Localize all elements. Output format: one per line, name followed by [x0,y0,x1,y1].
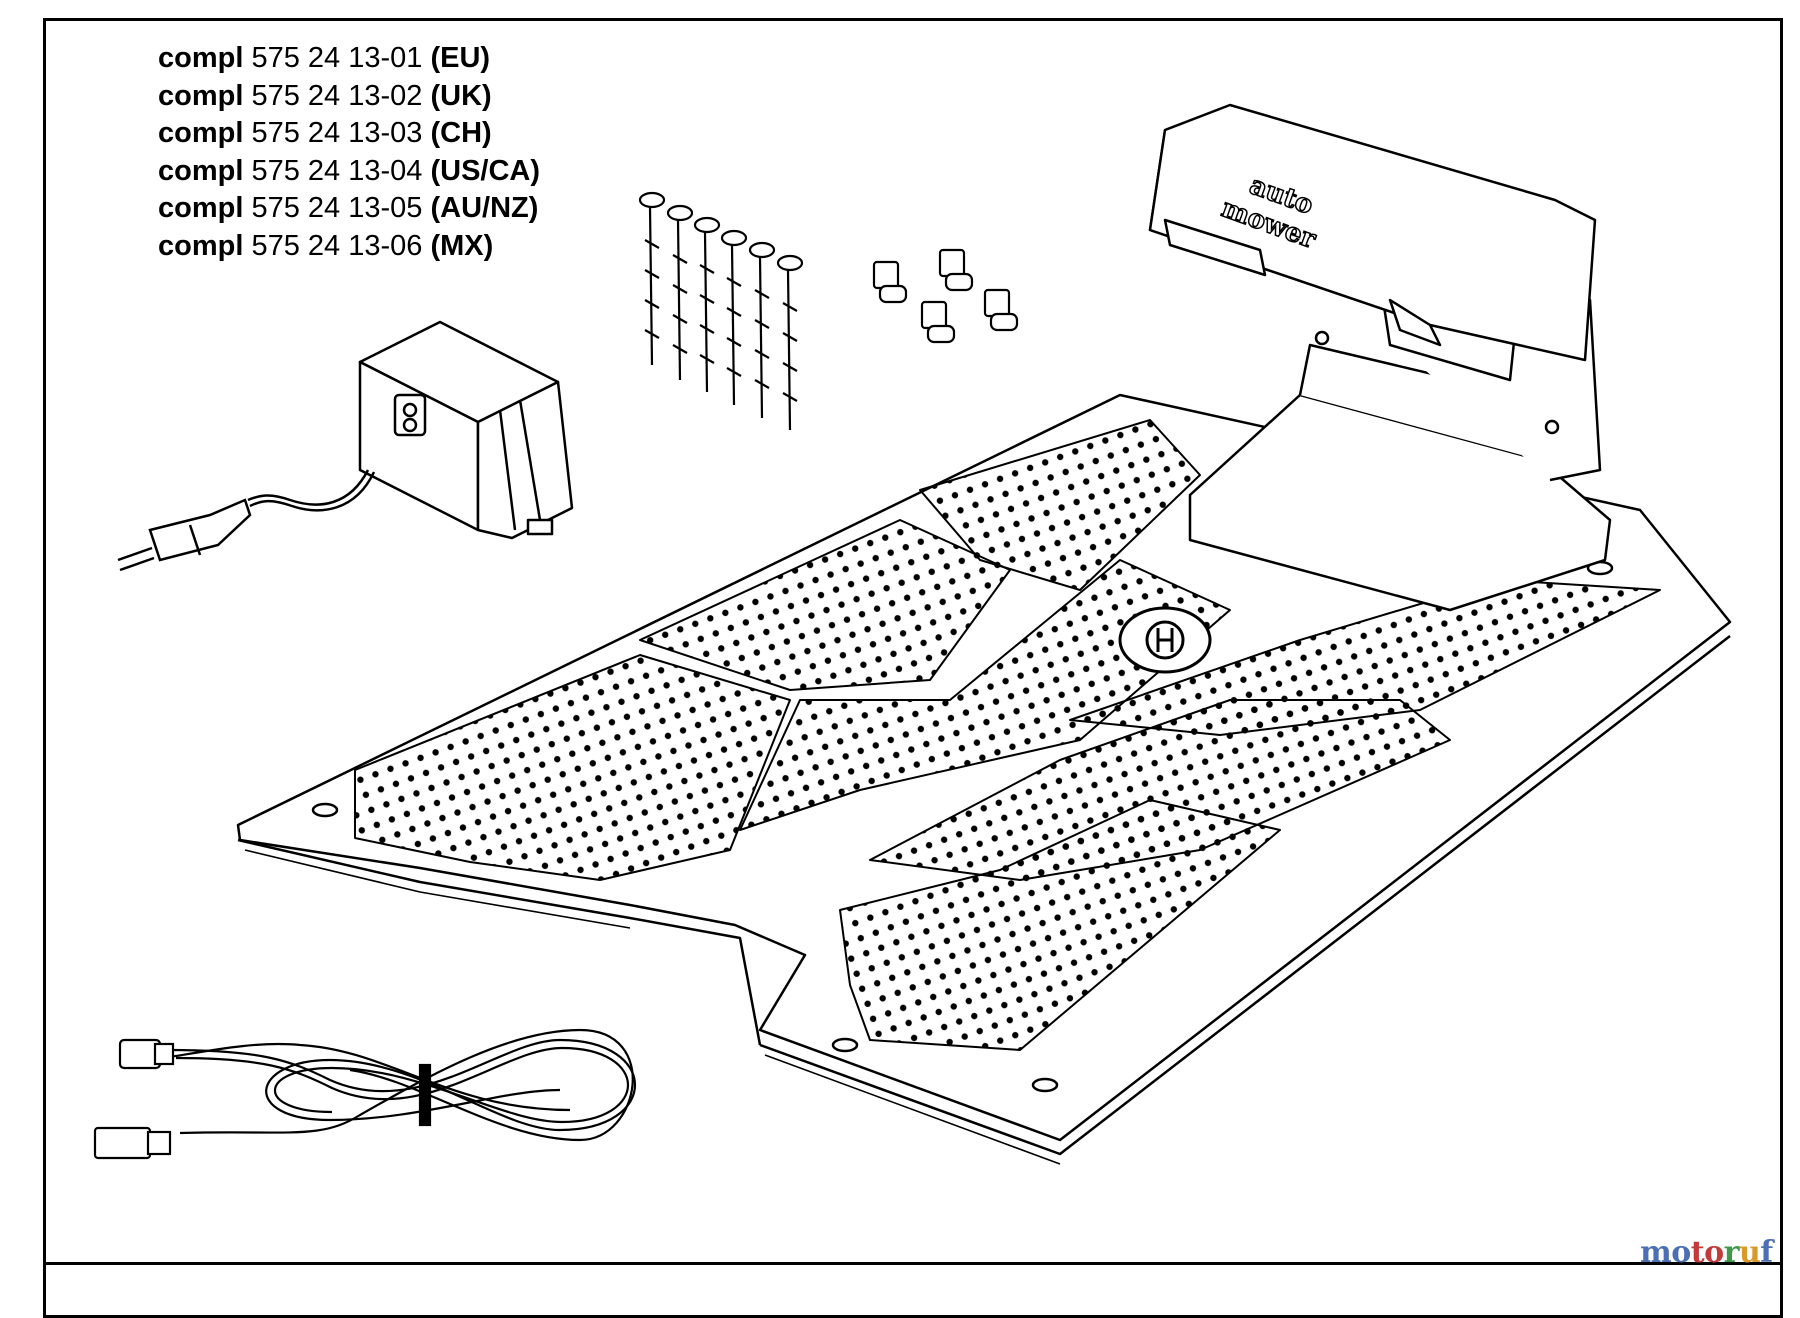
part-number: 575 24 13-05 [251,192,423,224]
part-line: compl 575 24 13-02 (UK) [158,78,540,116]
charging-station-housing [1148,103,1612,612]
part-number: 575 24 13-01 [251,42,423,74]
part-region: (MX) [430,229,494,262]
part-prefix: compl [158,117,244,149]
exploded-parts-drawing: auto mower [93,103,1732,1165]
part-prefix: compl [158,229,244,262]
wire-connectors [872,248,1019,344]
part-prefix: compl [158,154,244,187]
power-supply-unit [358,320,574,540]
part-number: 575 24 13-02 [251,79,423,112]
part-number: 575 24 13-06 [251,229,423,262]
watermark-part: r [1723,1235,1740,1270]
part-number: 575 24 13-03 [251,117,423,149]
part-region: (US/CA) [430,154,541,187]
watermark-part: u [1738,1235,1761,1270]
part-prefix: compl [158,42,244,74]
part-prefix: compl [158,79,244,112]
parts-list: compl 575 24 13-01 (EU) compl 575 24 13-… [158,40,540,265]
part-line: compl 575 24 13-04 (US/CA) [158,153,540,191]
watermark: motoruf [1640,1235,1773,1270]
watermark-part: mo [1640,1235,1691,1270]
watermark-part: to [1690,1235,1724,1270]
part-number: 575 24 13-04 [251,154,423,187]
part-line: compl 575 24 13-03 (CH) [158,115,540,153]
watermark-part: f [1760,1235,1773,1270]
part-region: (CH) [430,117,492,149]
mains-cable-plug [117,469,376,572]
part-line: compl 575 24 13-06 (MX) [158,228,540,266]
part-region: (EU) [430,42,491,74]
part-line: compl 575 24 13-01 (EU) [158,40,540,78]
part-prefix: compl [158,192,244,224]
part-line: compl 575 24 13-05 (AU/NZ) [158,190,540,228]
bottom-rule [43,1262,1783,1265]
part-region: (UK) [430,79,492,112]
charging-station-pegs [638,191,804,431]
part-region: (AU/NZ) [430,192,539,224]
low-voltage-cable [93,1028,637,1160]
